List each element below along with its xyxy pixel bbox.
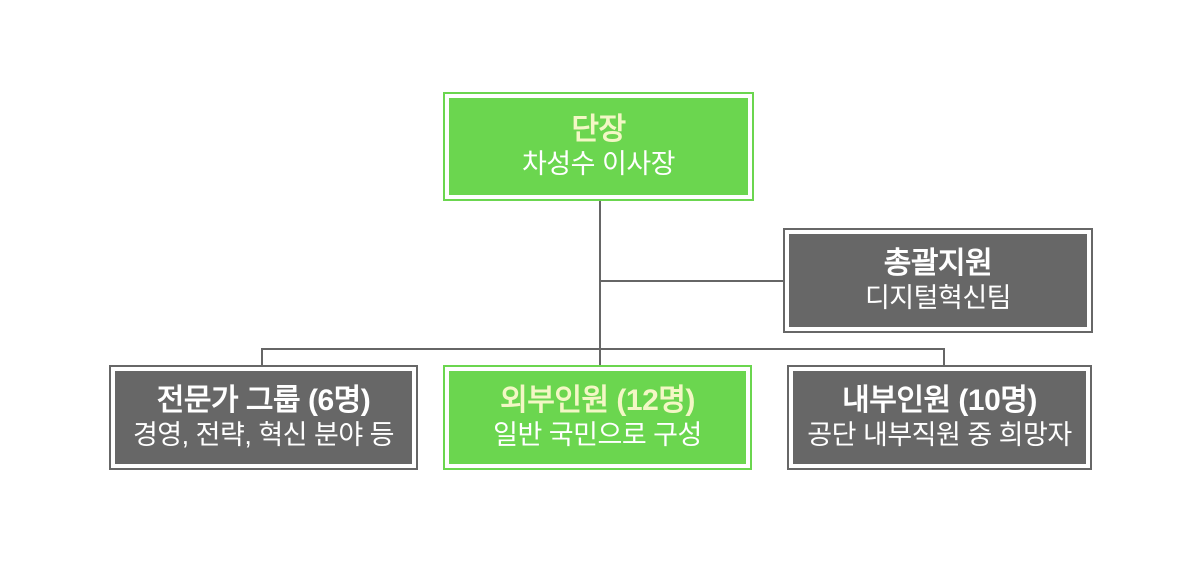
node-experts-subtitle: 경영, 전략, 혁신 분야 등 — [132, 420, 395, 451]
node-external-members: 외부인원 (12명) 일반 국민으로 구성 — [443, 365, 752, 470]
node-internal-subtitle: 공단 내부직원 중 희망자 — [807, 420, 1072, 451]
node-internal-title: 내부인원 (10명) — [842, 384, 1037, 418]
connector-support-branch — [600, 280, 784, 282]
node-leader-fill: 단장 차성수 이사장 — [449, 98, 748, 195]
node-experts-fill: 전문가 그룹 (6명) 경영, 전략, 혁신 분야 등 — [115, 371, 412, 464]
node-support-fill: 총괄지원 디지털혁신팀 — [789, 234, 1087, 327]
connector-bottom-horizontal — [261, 348, 945, 350]
node-leader-subtitle: 차성수 이사장 — [521, 149, 676, 180]
node-leader: 단장 차성수 이사장 — [443, 92, 754, 201]
node-external-subtitle: 일반 국민으로 구성 — [493, 420, 702, 451]
node-support-team: 총괄지원 디지털혁신팀 — [783, 228, 1093, 333]
connector-leader-vertical — [599, 201, 601, 365]
node-support-title: 총괄지원 — [883, 247, 993, 281]
node-external-title: 외부인원 (12명) — [500, 384, 695, 418]
node-expert-group: 전문가 그룹 (6명) 경영, 전략, 혁신 분야 등 — [109, 365, 418, 470]
node-leader-title: 단장 — [571, 113, 626, 147]
node-support-subtitle: 디지털혁신팀 — [864, 283, 1012, 314]
node-experts-title: 전문가 그룹 (6명) — [156, 384, 371, 418]
node-internal-members: 내부인원 (10명) 공단 내부직원 중 희망자 — [787, 365, 1092, 470]
connector-drop-experts — [261, 348, 263, 366]
connector-drop-internal — [943, 348, 945, 365]
node-internal-fill: 내부인원 (10명) 공단 내부직원 중 희망자 — [793, 371, 1086, 464]
node-external-fill: 외부인원 (12명) 일반 국민으로 구성 — [449, 371, 746, 464]
